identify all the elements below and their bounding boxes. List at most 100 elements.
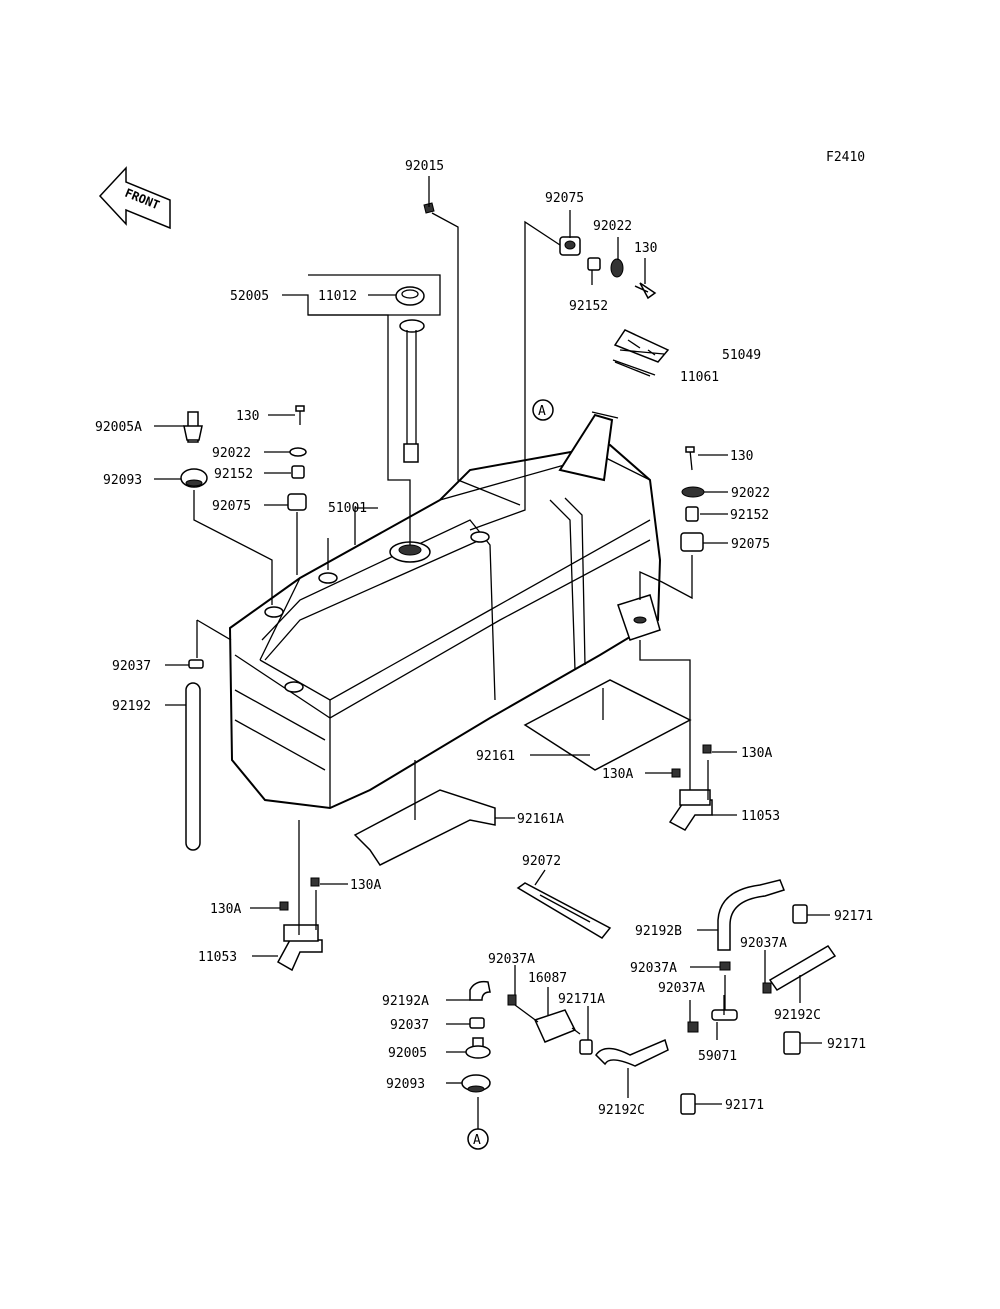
label-92022-right: 92022 [731, 486, 770, 501]
label-11053-left: 11053 [198, 950, 237, 965]
label-11053-right: 11053 [741, 809, 780, 824]
hose-92192a [469, 980, 491, 1001]
bolt-130-right [685, 446, 695, 471]
callout-a-top-circle [532, 399, 554, 421]
collar-92152-top [587, 257, 601, 271]
label-16087: 16087 [528, 971, 567, 986]
label-92005: 92005 [388, 1046, 427, 1061]
fuel-filter-16087 [514, 1004, 581, 1043]
clamp-92037-left [188, 659, 204, 669]
label-130a-l2: 130A [210, 902, 241, 917]
clip-92171-2 [783, 1031, 801, 1055]
label-92192a: 92192A [382, 994, 429, 1009]
vent-hose-92192 [185, 682, 201, 851]
label-92022-left: 92022 [212, 446, 251, 461]
label-130-right: 130 [730, 449, 753, 464]
clamp-92037a-3 [687, 1021, 699, 1033]
gasket-11061 [612, 359, 656, 376]
label-92037a-3: 92037A [658, 981, 705, 996]
label-92152-left: 92152 [214, 467, 253, 482]
clip-92171-3 [680, 1093, 696, 1115]
callout-a-bottom: A [473, 1133, 481, 1148]
label-92037-left: 92037 [112, 659, 151, 674]
bolt-130-left [295, 405, 305, 425]
label-92037-bottom: 92037 [390, 1018, 429, 1033]
label-11012: 11012 [318, 289, 357, 304]
grommet-92093-left [180, 468, 208, 488]
washer-92022-right [681, 486, 705, 498]
label-92171-3: 92171 [725, 1098, 764, 1113]
label-130a-r2: 130A [602, 767, 633, 782]
label-92152-right: 92152 [730, 508, 769, 523]
label-92192c-right: 92192C [774, 1008, 821, 1023]
bolt-130a-r1 [702, 744, 712, 754]
grommet-92075-left [287, 493, 307, 511]
clip-92171-1 [792, 904, 808, 924]
label-130-top: 130 [634, 241, 657, 256]
label-11061: 11061 [680, 370, 719, 385]
washer-92022-left [289, 447, 307, 457]
clamp-92037a-1 [719, 961, 731, 971]
leader-lines [154, 176, 830, 1129]
joint-92005a [183, 411, 203, 443]
label-130a-r1: 130A [741, 746, 772, 761]
heat-insulator-92161a [353, 789, 496, 866]
label-92072: 92072 [522, 854, 561, 869]
collar-92152-right [685, 506, 699, 522]
band-92072 [516, 882, 612, 939]
collar-92152-left [291, 465, 305, 479]
front-direction-arrow: FRONT [98, 166, 171, 230]
label-92037a-1: 92037A [740, 936, 787, 951]
label-59071: 59071 [698, 1049, 737, 1064]
heat-insulator-92161 [523, 679, 692, 771]
bracket-11053-left [276, 924, 323, 972]
bolt-130a-r2 [671, 768, 681, 778]
fuel-cap-51049 [613, 329, 670, 363]
bolt-130a-l2 [279, 901, 289, 911]
fuel-level-sender-52005 [399, 319, 425, 463]
label-92152-top: 92152 [569, 299, 608, 314]
label-92093-left: 92093 [103, 473, 142, 488]
clamp-92037a-2 [762, 982, 772, 994]
label-92015: 92015 [405, 159, 444, 174]
label-92171a: 92171A [558, 992, 605, 1007]
label-92192b: 92192B [635, 924, 682, 939]
figure-code: F2410 [826, 150, 865, 165]
callout-a-top: A [538, 404, 546, 419]
label-92075-left: 92075 [212, 499, 251, 514]
grommet-92075-right [680, 532, 704, 552]
part-labels: 92015 92075 92022 130 92152 52005 11012 … [95, 159, 873, 1118]
clamp-92171a [579, 1039, 593, 1055]
grommet-92093-bottom [461, 1074, 491, 1093]
label-51049: 51049 [722, 348, 761, 363]
label-52005: 52005 [230, 289, 269, 304]
label-92037a-2: 92037A [630, 961, 677, 976]
label-92161: 92161 [476, 749, 515, 764]
hose-92192c-bottom [595, 1038, 669, 1067]
label-92192-left: 92192 [112, 699, 151, 714]
hose-92192c-right [768, 945, 837, 991]
label-92093-bottom: 92093 [386, 1077, 425, 1092]
label-92075-right: 92075 [731, 537, 770, 552]
clamp-92037a-4 [507, 994, 517, 1006]
joint-92005 [465, 1037, 491, 1059]
label-92005a: 92005A [95, 420, 142, 435]
grommet-92075-top [559, 236, 581, 256]
bolt-130a-l1 [310, 877, 320, 887]
label-92192c-bottom: 92192C [598, 1103, 645, 1118]
label-92171-2: 92171 [827, 1037, 866, 1052]
bracket-11053-right [668, 789, 713, 831]
label-130a-l1: 130A [350, 878, 381, 893]
label-92075-top: 92075 [545, 191, 584, 206]
washer-92022-top [610, 258, 624, 278]
label-92161a: 92161A [517, 812, 564, 827]
label-92037a-4: 92037A [488, 952, 535, 967]
label-51001: 51001 [328, 501, 367, 516]
hose-92192b [717, 879, 785, 951]
fuel-tank-51001 [228, 411, 662, 810]
bolt-130-top [634, 282, 657, 300]
label-92171-1: 92171 [834, 909, 873, 924]
clamp-92037-bottom [469, 1017, 485, 1029]
label-130-left: 130 [236, 409, 259, 424]
